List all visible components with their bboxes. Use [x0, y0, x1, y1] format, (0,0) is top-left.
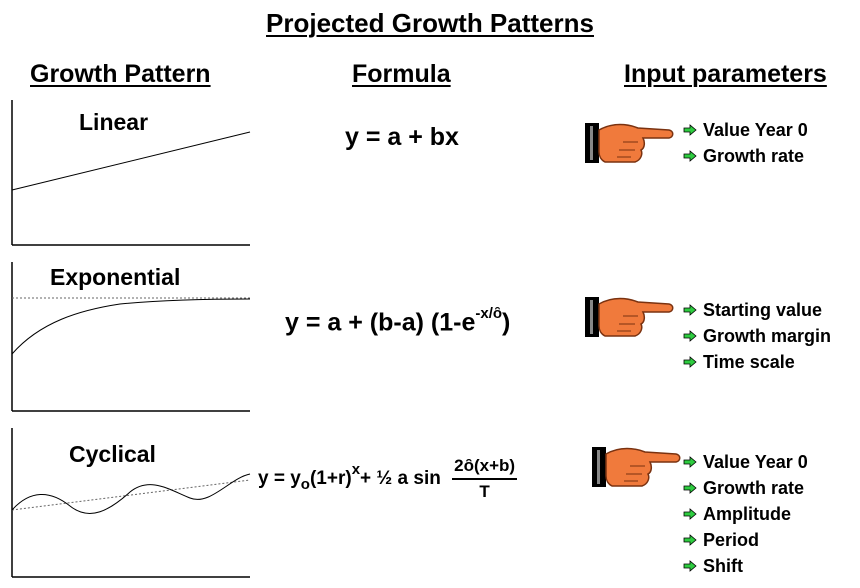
cyclical-fraction: 2ȏ(x+b) T	[452, 456, 518, 501]
list-item: Growth rate	[683, 475, 808, 501]
cyclical-graph	[11, 428, 251, 578]
green-arrow-icon	[683, 456, 697, 468]
green-arrow-icon	[683, 508, 697, 520]
list-item: Shift	[683, 553, 808, 579]
linear-label: Linear	[79, 109, 149, 135]
exponential-label: Exponential	[50, 264, 181, 290]
exponential-plot	[10, 262, 251, 412]
cyclical-plot	[10, 428, 251, 578]
list-item: Growth rate	[683, 143, 808, 169]
formula-header: Formula	[352, 60, 451, 88]
list-item: Starting value	[683, 297, 831, 323]
green-arrow-icon	[683, 330, 697, 342]
green-arrow-icon	[683, 482, 697, 494]
green-arrow-icon	[683, 534, 697, 546]
green-arrow-icon	[683, 304, 697, 316]
exponential-graph	[11, 262, 251, 412]
cyclical-curve	[11, 473, 251, 514]
linear-curve	[11, 131, 251, 191]
cyclical-formula: y = yo(1+r)x+ ½ a sin 2ȏ(x+b) T	[258, 456, 518, 501]
list-item: Value Year 0	[683, 117, 808, 143]
linear-params: Value Year 0 Growth rate	[683, 117, 808, 169]
list-item: Value Year 0	[683, 449, 808, 475]
cyclical-params: Value Year 0 Growth rate Amplitude Perio…	[683, 449, 808, 579]
linear-formula: y = a + bx	[345, 123, 459, 151]
exponential-params: Starting value Growth margin Time scale	[683, 297, 831, 375]
linear-graph	[11, 100, 251, 246]
pointing-hand-icon	[592, 447, 681, 487]
input-parameters-header: Input parameters	[624, 60, 827, 88]
list-item: Time scale	[683, 349, 831, 375]
list-item: Amplitude	[683, 501, 808, 527]
cyclical-label: Cyclical	[69, 441, 156, 467]
list-item: Growth margin	[683, 323, 831, 349]
pointing-hand-icon	[585, 123, 674, 163]
page-title: Projected Growth Patterns	[266, 8, 594, 38]
growth-pattern-header: Growth Pattern	[30, 60, 211, 88]
linear-plot	[10, 100, 251, 246]
green-arrow-icon	[683, 560, 697, 572]
exponential-curve	[11, 298, 251, 355]
green-arrow-icon	[683, 356, 697, 368]
exponential-formula: y = a + (b-a) (1-e-x/ȏ)	[285, 305, 511, 337]
green-arrow-icon	[683, 124, 697, 136]
green-arrow-icon	[683, 150, 697, 162]
list-item: Period	[683, 527, 808, 553]
pointing-hand-icon	[585, 297, 674, 337]
